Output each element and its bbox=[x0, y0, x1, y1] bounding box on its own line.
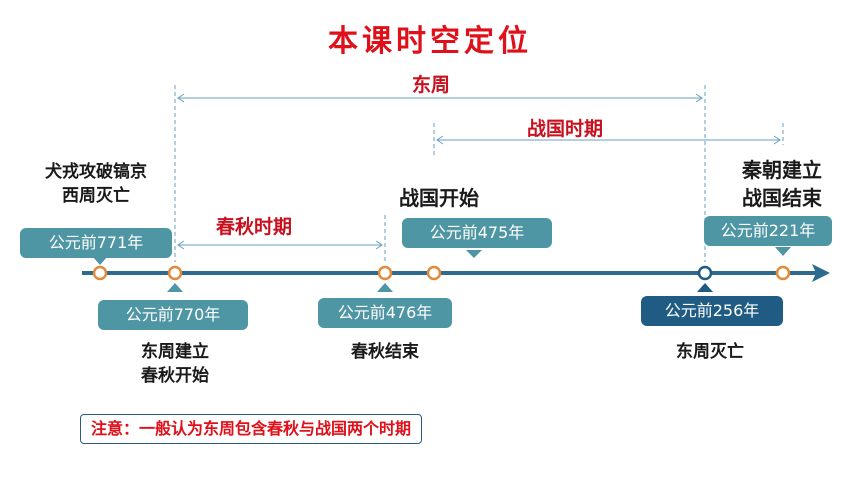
badge-tail-256 bbox=[697, 283, 713, 292]
point-256 bbox=[697, 265, 713, 281]
badge-tail-476 bbox=[377, 283, 393, 292]
event-qin-line2: 战国结束 bbox=[742, 186, 822, 210]
span-zhanguo bbox=[436, 135, 781, 145]
badge-tail-770 bbox=[167, 283, 183, 292]
date-badge-770: 公元前770年 bbox=[98, 300, 248, 330]
event-quanrong-line2: 西周灭亡 bbox=[62, 186, 130, 206]
event-dongzhou-end: 东周灭亡 bbox=[676, 342, 744, 362]
point-771 bbox=[92, 265, 108, 281]
period-label-dongzhou: 东周 bbox=[412, 74, 451, 96]
period-label-chunqiu: 春秋时期 bbox=[216, 216, 293, 238]
period-label-zhanguo: 战国时期 bbox=[527, 118, 604, 140]
note-box: 注意：一般认为东周包含春秋与战国两个时期 bbox=[80, 414, 423, 444]
point-221 bbox=[775, 265, 791, 281]
badge-tail-771 bbox=[92, 256, 108, 265]
event-dongzhou-founded-line1: 东周建立 bbox=[141, 342, 209, 362]
event-quanrong-line1: 犬戎攻破镐京 bbox=[45, 162, 147, 182]
event-qin-line1: 秦朝建立 bbox=[742, 158, 822, 182]
span-dongzhou bbox=[177, 93, 703, 103]
date-badge-475: 公元前475年 bbox=[402, 218, 552, 248]
event-dongzhou-founded-line2: 春秋开始 bbox=[141, 366, 209, 386]
point-770 bbox=[167, 265, 183, 281]
event-dongzhou-founded: 东周建立 春秋开始 bbox=[100, 340, 250, 388]
event-chunqiu-end: 春秋结束 bbox=[351, 342, 419, 362]
date-badge-771: 公元前771年 bbox=[20, 228, 172, 258]
date-badge-476: 公元前476年 bbox=[318, 298, 452, 328]
date-badge-221: 公元前221年 bbox=[704, 216, 832, 246]
event-quanrong: 犬戎攻破镐京 西周灭亡 bbox=[26, 160, 166, 208]
point-476 bbox=[377, 265, 393, 281]
span-chunqiu bbox=[177, 240, 383, 250]
badge-tail-221 bbox=[775, 247, 791, 256]
date-badge-256: 公元前256年 bbox=[641, 296, 783, 326]
point-475 bbox=[426, 265, 442, 281]
badge-tail-475 bbox=[466, 250, 482, 258]
timeline-arrowhead bbox=[812, 264, 830, 282]
page-title: 本课时空定位 bbox=[328, 24, 532, 59]
event-zhanguo-start: 战国开始 bbox=[399, 186, 479, 210]
event-qin: 秦朝建立 战国结束 bbox=[726, 156, 838, 212]
